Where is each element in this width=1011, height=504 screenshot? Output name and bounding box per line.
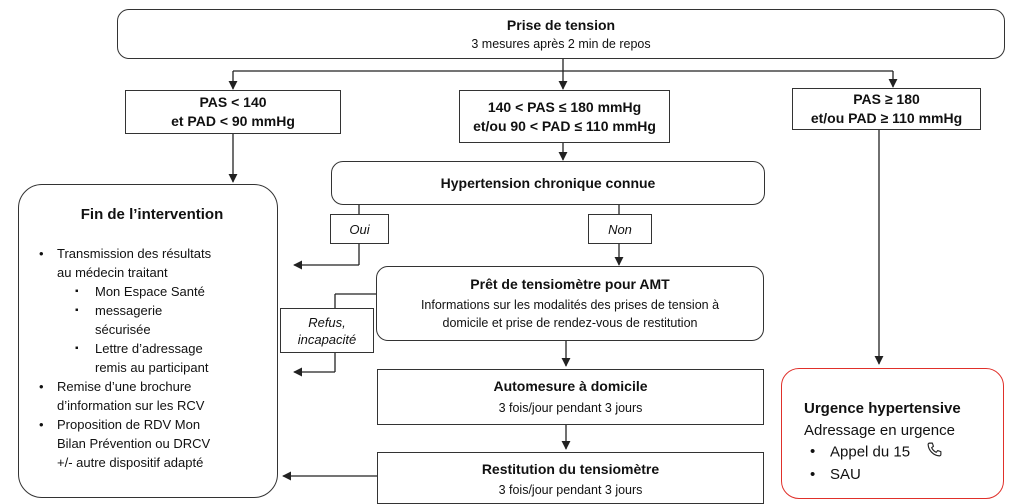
branch-right-line1: PAS ≥ 180	[853, 91, 920, 107]
end-sublist: Mon Espace Santé messagerie sécurisée Le…	[35, 282, 208, 377]
end-subitem-mon-espace-text: Mon Espace Santé	[95, 284, 205, 299]
tag-refusal-line2: incapacité	[297, 331, 357, 347]
branch-middle-box: 140 < PAS ≤ 180 mmHg et/ou 90 < PAD ≤ 11…	[459, 90, 670, 143]
branch-left-box: PAS < 140 et PAD < 90 mmHg	[125, 90, 341, 134]
end-subitem-letter: Lettre d’adressage remis au participant	[35, 339, 208, 377]
monitor-restitution-box: Restitution du tensiomètre 3 fois/jour p…	[377, 452, 764, 504]
monitor-loan-box: Prêt de tensiomètre pour AMT Information…	[376, 266, 764, 341]
loan-line2: domicile et prise de rendez-vous de rest…	[442, 316, 698, 330]
end-subitem-letter-line2: remis au participant	[95, 360, 209, 375]
top-title: Prise de tension	[506, 16, 616, 33]
end-item-transmission: Transmission des résultats au médecin tr…	[35, 244, 211, 282]
hypertensive-emergency-box: Urgence hypertensive Adressage en urgenc…	[781, 368, 1004, 499]
end-item-appointment-line3: +/- autre dispositif adapté	[57, 455, 204, 470]
end-subitem-messaging: messagerie sécurisée	[35, 301, 208, 339]
chronic-title: Hypertension chronique connue	[440, 174, 656, 191]
urgency-item-call-15: Appel du 15	[804, 441, 943, 464]
tag-non-label: Non	[608, 221, 632, 237]
end-item-appointment-line1: Proposition de RDV Mon	[57, 417, 201, 432]
end-item-transmission-line1: Transmission des résultats	[57, 246, 212, 261]
end-list: Transmission des résultats au médecin tr…	[35, 244, 211, 282]
urgency-subtitle: Adressage en urgence	[804, 422, 955, 439]
phone-icon	[926, 441, 943, 464]
branch-right-line2: et/ou PAD ≥ 110 mmHg	[810, 110, 963, 126]
restitution-subtitle: 3 fois/jour pendant 3 jours	[498, 483, 643, 497]
end-subitem-messaging-line2: sécurisée	[95, 322, 151, 337]
urgency-list: Appel du 15 SAU	[804, 441, 943, 485]
urgency-item-sau-text: SAU	[830, 466, 861, 483]
restitution-title: Restitution du tensiomètre	[481, 461, 660, 477]
tag-oui-label: Oui	[349, 221, 370, 237]
self-measure-title: Automesure à domicile	[493, 378, 648, 394]
end-subitem-messaging-line1: messagerie	[95, 303, 163, 318]
branch-left-line1: PAS < 140	[199, 94, 267, 110]
top-subtitle: 3 mesures après 2 min de repos	[471, 36, 651, 51]
urgency-item-call-15-text: Appel du 15	[830, 443, 911, 461]
end-item-brochure-line1: Remise d’une brochure	[57, 379, 192, 394]
tag-refusal: Refus, incapacité	[280, 308, 374, 353]
home-self-measure-box: Automesure à domicile 3 fois/jour pendan…	[377, 369, 764, 425]
end-list-continued: Remise d’une brochure d’information sur …	[35, 377, 210, 472]
branch-middle-line1: 140 < PAS ≤ 180 mmHg	[487, 98, 642, 115]
end-item-brochure: Remise d’une brochure d’information sur …	[35, 377, 210, 415]
loan-line1: Informations sur les modalités des prise…	[420, 298, 720, 312]
end-item-brochure-line2: d’information sur les RCV	[57, 398, 205, 413]
tag-oui: Oui	[330, 214, 389, 244]
urgency-item-sau: SAU	[804, 464, 943, 485]
loan-title: Prêt de tensiomètre pour AMT	[470, 276, 670, 292]
end-item-appointment-line2: Bilan Prévention ou DRCV	[57, 436, 211, 451]
urgency-title: Urgence hypertensive	[804, 400, 961, 417]
tag-refusal-line1: Refus,	[308, 314, 346, 330]
end-title: Fin de l’intervention	[80, 206, 224, 223]
branch-left-line2: et PAD < 90 mmHg	[171, 113, 295, 129]
branch-right-box: PAS ≥ 180 et/ou PAD ≥ 110 mmHg	[792, 88, 981, 130]
end-subitem-letter-line1: Lettre d’adressage	[95, 341, 203, 356]
end-subitem-mon-espace: Mon Espace Santé	[35, 282, 208, 301]
blood-pressure-measurement-box: Prise de tension 3 mesures après 2 min d…	[117, 9, 1005, 59]
end-item-appointment: Proposition de RDV Mon Bilan Prévention …	[35, 415, 210, 472]
self-measure-subtitle: 3 fois/jour pendant 3 jours	[498, 401, 643, 415]
chronic-hypertension-box: Hypertension chronique connue	[331, 161, 765, 205]
end-of-intervention-box: Fin de l’intervention Transmission des r…	[18, 184, 278, 498]
branch-middle-line2: et/ou 90 < PAD ≤ 110 mmHg	[473, 117, 656, 134]
tag-non: Non	[588, 214, 652, 244]
end-item-transmission-line2: au médecin traitant	[57, 265, 168, 280]
